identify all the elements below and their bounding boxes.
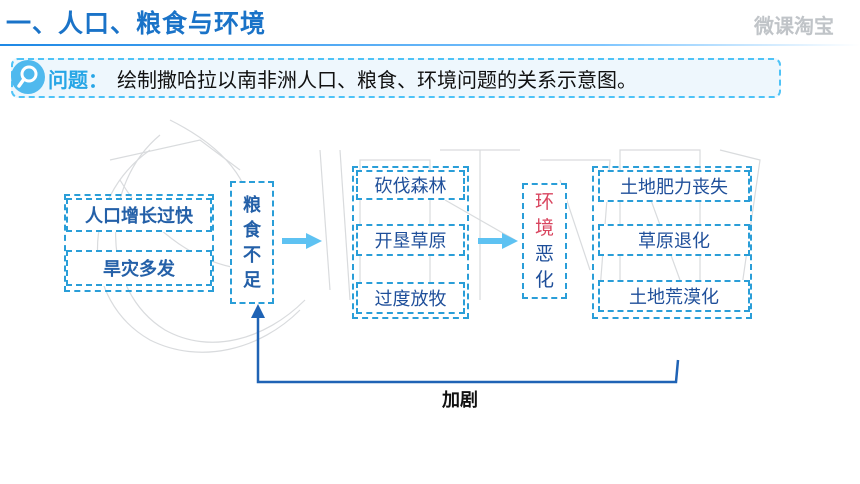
effects-group	[592, 166, 752, 319]
cause-population-growth: 人口增长过快	[66, 198, 212, 232]
title-underline	[0, 44, 860, 46]
cause-drought: 旱灾多发	[66, 250, 212, 286]
effect-desertification: 土地荒漠化	[598, 280, 750, 312]
arrow-food-to-actions	[282, 233, 322, 249]
action-grassland-reclamation: 开垦草原	[356, 224, 465, 256]
environment-node: 环 境 恶 化	[522, 183, 567, 299]
feedback-label: 加剧	[442, 390, 478, 411]
action-deforestation: 砍伐森林	[356, 170, 465, 200]
environment-char: 化	[534, 269, 554, 291]
logo: 微课淘宝	[753, 14, 834, 38]
causes-group	[64, 194, 214, 292]
question-label: 问题：	[48, 68, 108, 92]
action-overgrazing: 过度放牧	[356, 282, 465, 314]
food-shortage-node: 粮 食 不 足	[230, 181, 274, 304]
question-text: 绘制撒哈拉以南非洲人口、粮食、环境问题的关系示意图。	[117, 68, 637, 92]
feedback-loop-line	[251, 304, 680, 384]
question-box	[11, 58, 781, 98]
food-shortage-char: 足	[243, 269, 261, 291]
page-title: 一、人口、粮食与环境	[6, 9, 267, 38]
effect-grassland-degradation: 草原退化	[598, 224, 750, 256]
food-shortage-char: 粮	[243, 194, 261, 216]
environment-char: 境	[534, 217, 554, 239]
environment-char: 恶	[534, 243, 554, 265]
effect-soil-fertility-loss: 土地肥力丧失	[598, 170, 750, 202]
arrow-actions-to-environment	[478, 233, 518, 249]
food-shortage-char: 不	[243, 244, 261, 266]
magnifier-icon	[11, 60, 45, 94]
svg-text:微课淘宝: 微课淘宝	[753, 14, 834, 38]
environment-char: 环	[534, 191, 554, 213]
food-shortage-char: 食	[243, 219, 261, 241]
actions-group	[352, 166, 469, 319]
